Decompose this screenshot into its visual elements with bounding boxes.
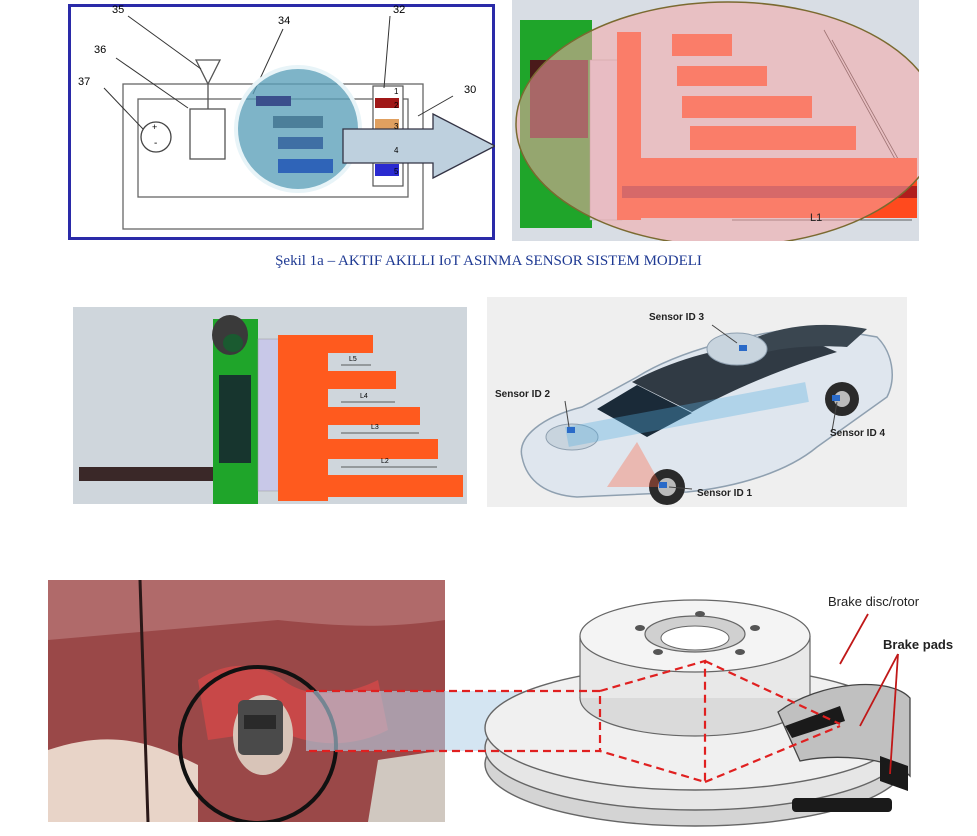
callout-32: 32: [393, 4, 406, 16]
dimension-l1: L1: [810, 212, 823, 224]
sensor-id-4-label: Sensor ID 4: [830, 428, 886, 439]
battery-plus: +: [152, 122, 158, 132]
schematic-diagram: [68, 4, 495, 240]
car-sensor-panel: Sensor ID 3 Sensor ID 2 Sensor ID 4 Sens…: [487, 297, 907, 507]
callout-30: 30: [464, 84, 477, 96]
car-illustration: [520, 324, 893, 505]
layer-number-5: 5: [394, 167, 399, 176]
dimension-l5: L5: [349, 356, 357, 363]
pad-sensor-photo: [48, 580, 445, 822]
sensor-id-2-label: Sensor ID 2: [495, 389, 551, 400]
brake-disc-panel: Brake disc/rotor Brake pads: [300, 586, 977, 836]
pad-model-side-render: [79, 315, 463, 504]
pad-sensor-photo-panel: [48, 580, 445, 822]
brake-pads-label: Brake pads: [883, 637, 954, 652]
callout-37: 37: [78, 76, 91, 88]
sensor-id-3-label: Sensor ID 3: [649, 312, 705, 323]
dimension-l2: L2: [381, 458, 389, 465]
sensor-id-1-label: Sensor ID 1: [697, 488, 753, 499]
pad-model-side-panel: L5 L4 L3 L2: [73, 307, 467, 504]
callout-35: 35: [112, 4, 125, 16]
layer-number-4: 4: [394, 146, 399, 155]
pad-model-top-panel: L1: [512, 0, 919, 241]
layer-number-3: 3: [394, 122, 399, 131]
schematic-panel: 35 34 32 36 37 30 1 2 3 4 5 + -: [68, 4, 495, 240]
layer-number-2: 2: [394, 101, 399, 110]
dimension-l4: L4: [360, 393, 368, 400]
brake-disc-label: Brake disc/rotor: [828, 594, 920, 609]
dimension-l3: L3: [371, 424, 379, 431]
figure-caption: Şekil 1a – AKTIF AKILLI IoT ASINMA SENSO…: [275, 253, 702, 269]
callout-34: 34: [278, 15, 291, 27]
pad-model-top-render: [515, 1, 919, 241]
layer-number-1: 1: [394, 87, 399, 96]
callout-36: 36: [94, 44, 107, 56]
battery-minus: -: [154, 138, 158, 149]
brake-disc-render: [306, 599, 911, 827]
